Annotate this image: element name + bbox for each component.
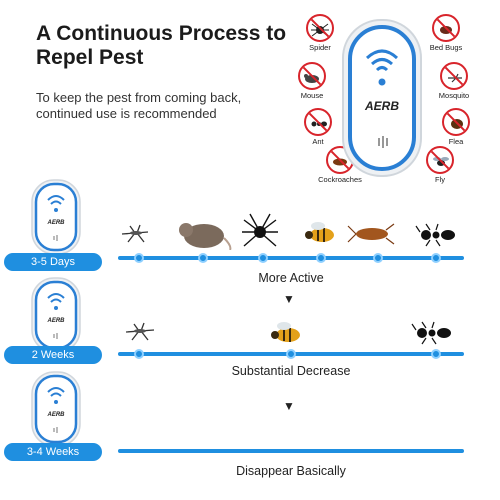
spider-icon: [311, 23, 329, 37]
timeline-track-3: [118, 449, 464, 453]
ant-icon: [311, 121, 327, 127]
timeline-track-1: [118, 253, 464, 263]
bee-icon: [300, 218, 340, 253]
pest-ant: Ant: [298, 108, 338, 146]
pest-flea: Flea: [436, 108, 476, 146]
down-arrow-icon: ▼: [283, 292, 295, 306]
pest-bed-bugs: Bed Bugs: [426, 14, 466, 52]
pest-fly: Fly: [420, 146, 460, 184]
pest-cloud: Spider Bed Bugs Mouse Mosquito Ant Flea …: [288, 0, 500, 190]
stage-3-caption: Disappear Basically: [236, 464, 346, 478]
page-title: A Continuous Process to Repel Pest: [36, 22, 287, 69]
stage-1-period: 3-5 Days: [4, 253, 102, 271]
mouse-icon: [176, 216, 232, 255]
down-arrow-icon: ▼: [283, 399, 295, 413]
stage-2-caption: Substantial Decrease: [231, 364, 351, 378]
pest-mosquito: Mosquito: [434, 62, 474, 100]
mosquito-icon: [448, 73, 462, 83]
cockroach-icon: [346, 222, 396, 251]
stage-3-period: 3-4 Weeks: [4, 443, 102, 461]
pest-spider: Spider: [300, 14, 340, 52]
repeller-device: AERB: [342, 19, 422, 177]
bee-icon: [266, 318, 306, 353]
fly-icon: [433, 157, 449, 166]
mosquito-icon: [122, 318, 158, 349]
stage-1-caption: More Active: [258, 271, 324, 285]
bed-bug-icon: [440, 26, 452, 34]
brand-logo: AERB: [364, 99, 399, 113]
pest-mouse: Mouse: [292, 62, 332, 100]
stage-2-period: 2 Weeks: [4, 346, 102, 364]
mouse-icon: [304, 74, 319, 83]
subtitle: To keep the pest from coming back, conti…: [36, 90, 242, 121]
stage-device-3: AERB: [31, 371, 81, 447]
ant-icon: [414, 222, 464, 253]
ant-icon: [410, 320, 460, 351]
mosquito-icon: [118, 220, 152, 251]
timeline-track-2: [118, 349, 464, 359]
flea-icon: [451, 119, 463, 129]
stage-device-2: AERB: [31, 277, 81, 353]
svg-text:AERB: AERB: [46, 318, 65, 324]
spider-icon: [240, 212, 280, 257]
stage-device-1: AERB: [31, 179, 81, 255]
svg-text:AERB: AERB: [46, 412, 65, 418]
svg-text:AERB: AERB: [46, 220, 65, 226]
